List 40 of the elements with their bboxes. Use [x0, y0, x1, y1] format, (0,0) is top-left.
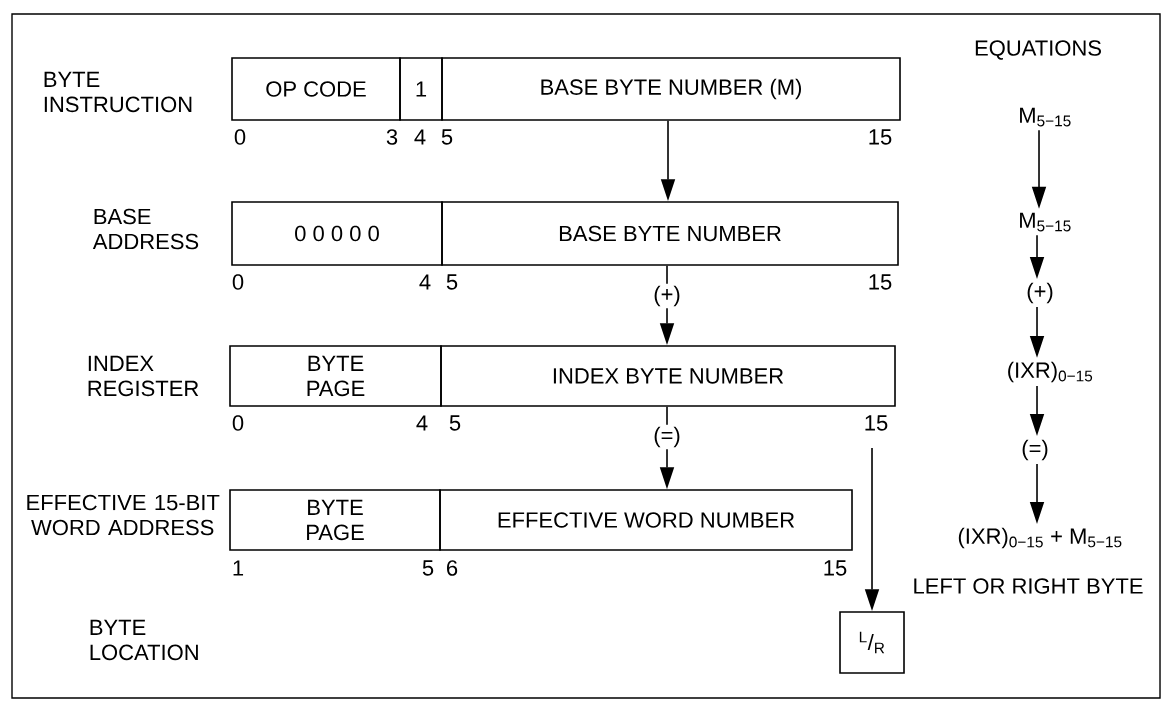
- edge-label: (+): [651, 283, 683, 309]
- bit-number: 5: [422, 560, 434, 576]
- bit-number: 15: [869, 129, 892, 145]
- bit-number: 4: [416, 415, 428, 431]
- byte-select-box: $^{L}$/$_{R}$: [839, 611, 905, 674]
- field-box: BASE BYTE NUMBER: [441, 201, 899, 266]
- bit-number: 5: [441, 129, 453, 145]
- field-box: BASE BYTE NUMBER (M): [441, 57, 901, 121]
- field-box: 1: [399, 57, 443, 121]
- bit-number: 4: [419, 274, 431, 290]
- field-box: EFFECTIVE WORD NUMBER: [439, 489, 853, 551]
- bit-number: 0: [232, 415, 244, 431]
- field-box: BYTE PAGE: [229, 489, 441, 551]
- row-label: INDEX REGISTER: [88, 355, 199, 397]
- field-box: OP CODE: [231, 57, 401, 121]
- bit-number: 15: [865, 415, 888, 431]
- bit-number: 0: [232, 274, 244, 290]
- equation-text: (IXR)$_{0−15}$: [1008, 361, 1093, 383]
- equation-text: M$_{5−15}$: [1020, 212, 1071, 232]
- row-label: BYTE INSTRUCTION: [44, 71, 192, 113]
- bit-number: 4: [414, 129, 426, 145]
- bit-number: 5: [446, 274, 458, 290]
- bit-number: 5: [449, 415, 461, 431]
- bit-number: 3: [386, 129, 398, 145]
- column-heading: EQUATIONS: [975, 40, 1101, 60]
- bit-number: 6: [447, 560, 458, 576]
- row-label: BYTE LOCATION: [90, 619, 198, 661]
- operator-text: (+): [1027, 282, 1053, 304]
- operator-text: (=): [1022, 439, 1048, 461]
- bit-number: 15: [824, 560, 847, 576]
- edge-label: (=): [651, 424, 683, 450]
- field-box: 0 0 0 0 0: [231, 201, 443, 266]
- row-label: BASE ADDRESS: [92, 208, 199, 250]
- equation-text: M$_{5−15}$: [1020, 107, 1071, 127]
- field-box: BYTE PAGE: [229, 345, 442, 407]
- equation-text: (IXR)$_{0−15}$ + M$_{5−15}$: [958, 527, 1122, 549]
- field-box: INDEX BYTE NUMBER: [440, 345, 896, 407]
- annotation-text: LEFT OR RIGHT BYTE: [914, 578, 1143, 594]
- bit-number: 0: [234, 129, 246, 145]
- bit-number: 15: [869, 274, 892, 290]
